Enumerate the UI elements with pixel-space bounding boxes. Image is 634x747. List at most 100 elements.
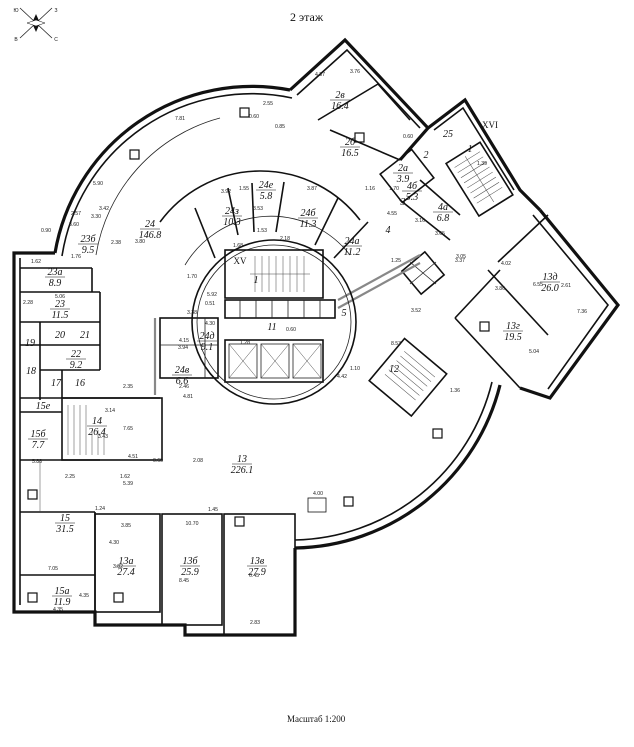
room-number: 15б bbox=[30, 429, 46, 440]
dimension-label: 1.70 bbox=[187, 274, 197, 280]
dimension-label: 3.76 bbox=[350, 69, 360, 75]
dimension-label: 1.10 bbox=[350, 366, 360, 372]
dimension-label: 7.36 bbox=[577, 309, 587, 315]
dimension-label: 4.55 bbox=[387, 211, 397, 217]
room-label: 19 bbox=[25, 338, 35, 349]
room-area: 11.3 bbox=[300, 219, 317, 230]
dimension-label: 3.87 bbox=[307, 186, 317, 192]
inner-partitions bbox=[20, 83, 549, 636]
dimension-label: 1.25 bbox=[391, 258, 401, 264]
dimension-label: 0.60 bbox=[153, 458, 163, 464]
room-label: 2а3.9 bbox=[393, 163, 413, 185]
room-number: 13в bbox=[250, 556, 265, 567]
room-number: 24з bbox=[225, 206, 239, 217]
dimension-label: 2.57 bbox=[71, 211, 81, 217]
dimension-label: 3.82 bbox=[113, 564, 123, 570]
room-label: 4б5.3 bbox=[402, 181, 422, 203]
room-label: 17 bbox=[51, 378, 62, 389]
room-number: 13а bbox=[119, 556, 134, 567]
room-area: 31.5 bbox=[55, 524, 74, 535]
dimension-label: 4.15 bbox=[179, 338, 189, 344]
dimension-label: 0.90 bbox=[41, 228, 51, 234]
room-labels: 2в16.42б16.52а3.94б5.34а6.825123424146.8… bbox=[25, 90, 560, 608]
dimension-label: 3.60 bbox=[69, 222, 79, 228]
scale-label: Масштаб 1:200 bbox=[287, 714, 346, 724]
dimension-label: 3.43 bbox=[98, 434, 108, 440]
room-number: 24е bbox=[259, 180, 274, 191]
dimension-label: 3.30 bbox=[91, 214, 101, 220]
room-label: 5 bbox=[342, 308, 347, 319]
room-label: 4 bbox=[386, 225, 391, 236]
room-number: 23а bbox=[48, 267, 63, 278]
dimension-label: 4.42 bbox=[337, 374, 347, 380]
room-number: 15е bbox=[36, 401, 51, 412]
room-number: 19 bbox=[25, 338, 35, 349]
dimension-label: 2.83 bbox=[250, 620, 260, 626]
room-area: 27.4 bbox=[117, 567, 135, 578]
room-number: 4б bbox=[407, 181, 418, 192]
elevator-shafts bbox=[228, 343, 322, 379]
dimension-label: 0.60 bbox=[286, 327, 296, 333]
dimension-label: 3.42 bbox=[99, 206, 109, 212]
dimension-label: 4.35 bbox=[79, 593, 89, 599]
stair-14 bbox=[67, 405, 105, 455]
dimension-label: 3.85 bbox=[121, 523, 131, 529]
dimension-label: 8.45 bbox=[179, 578, 189, 584]
dimension-label: 4.37 bbox=[315, 72, 325, 78]
dimension-label: 4.51 bbox=[128, 454, 138, 460]
dimension-label: 1.16 bbox=[365, 186, 375, 192]
dimension-label: 3.53 bbox=[253, 206, 263, 212]
room-area: 11.9 bbox=[54, 597, 71, 608]
dimension-label: 1.68 bbox=[233, 243, 243, 249]
floor-title: 2 этаж bbox=[290, 10, 324, 24]
dimension-label: 2.28 bbox=[23, 300, 33, 306]
room-area: 3.9 bbox=[396, 174, 410, 185]
dimension-label: 1.62 bbox=[120, 474, 130, 480]
room-label: 18 bbox=[26, 366, 36, 377]
dimension-label: 4.02 bbox=[501, 261, 511, 267]
room-number: 15 bbox=[60, 513, 70, 524]
dimension-label: 0.60 bbox=[403, 134, 413, 140]
room-area: 7.7 bbox=[32, 440, 46, 451]
room-number: 22 bbox=[71, 349, 81, 360]
dimension-label: 7.65 bbox=[123, 426, 133, 432]
room-area: 10.3 bbox=[223, 217, 241, 228]
room-number: 17 bbox=[51, 378, 62, 389]
dimension-label: 1.39 bbox=[477, 161, 487, 167]
outer-walls bbox=[12, 37, 621, 637]
dimension-label: 1.62 bbox=[31, 259, 41, 265]
compass-n: Ю bbox=[13, 8, 18, 14]
room-number: 4а bbox=[438, 202, 448, 213]
room-area: 26.4 bbox=[88, 427, 106, 438]
room-area: 6.6 bbox=[176, 376, 189, 387]
room-number: 4 bbox=[386, 225, 391, 236]
room-number: 3 bbox=[400, 197, 406, 208]
room-area: 8.9 bbox=[49, 278, 62, 289]
dimension-label: 1.70 bbox=[389, 186, 399, 192]
dimension-label: 1.45 bbox=[208, 507, 218, 513]
room-number: 5 bbox=[342, 308, 347, 319]
dimension-label: 5.39 bbox=[123, 481, 133, 487]
dimension-label: 4.35 bbox=[53, 607, 63, 613]
room-label: 1 bbox=[254, 275, 259, 286]
dimension-label: 3.37 bbox=[455, 258, 465, 264]
room-label: 3 bbox=[400, 197, 406, 208]
room-number: 12 bbox=[389, 364, 399, 375]
room-area: 26.0 bbox=[541, 283, 559, 294]
dimension-label: 3.86 bbox=[495, 286, 505, 292]
room-label: 2 bbox=[424, 150, 429, 161]
room-number: 1 bbox=[468, 144, 473, 155]
room-number: 2в bbox=[335, 90, 345, 101]
dimension-label: 2.46 bbox=[179, 384, 189, 390]
